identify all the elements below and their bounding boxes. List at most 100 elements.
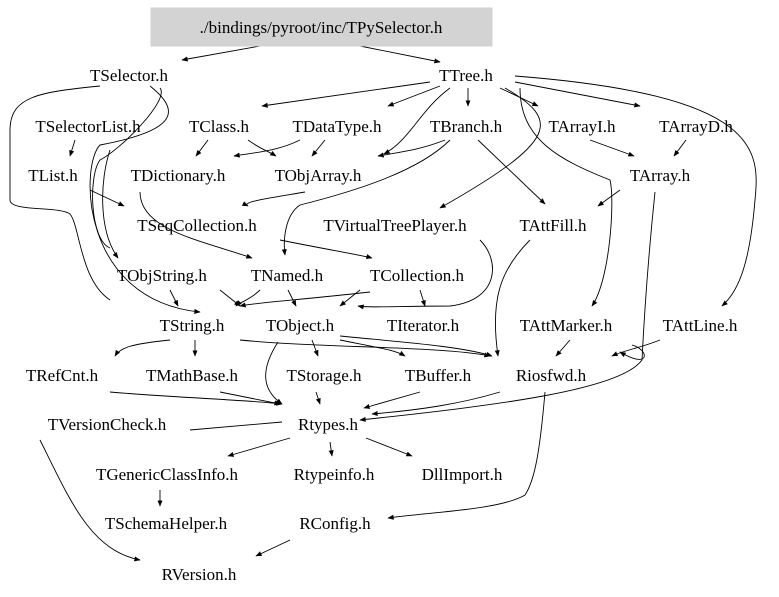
edge-tattfill-riosfwd xyxy=(494,239,531,357)
edge-tattline-rtypes-loop xyxy=(619,344,645,360)
node-tobject[interactable]: TObject.h xyxy=(266,316,335,335)
root-node-box xyxy=(150,7,493,47)
dependency-edges xyxy=(9,45,757,562)
edge-tversioncheck-rversion xyxy=(39,439,141,562)
edge-tstorage-rtypes xyxy=(315,391,321,405)
edge-rtypes-rtypeinfo xyxy=(328,441,334,457)
edge-tcollection-titerator xyxy=(419,289,426,307)
node-tattfill[interactable]: TAttFill.h xyxy=(519,216,587,235)
edge-tcollection-tstring xyxy=(239,291,371,308)
node-tdictionary[interactable]: TDictionary.h xyxy=(131,166,226,185)
edge-tobject-riosfwd xyxy=(339,335,493,357)
edge-tclass-tobjarray xyxy=(247,139,277,157)
edge-root-ttree xyxy=(359,45,441,64)
edge-trefcnt-rtypes xyxy=(109,391,283,406)
edge-tbranch-tobjarray xyxy=(377,139,446,158)
node-tstorage[interactable]: TStorage.h xyxy=(286,366,362,385)
edge-tselectorlist-tlist xyxy=(69,139,76,157)
node-rconfig[interactable]: RConfig.h xyxy=(299,514,371,533)
node-tseqcollection[interactable]: TSeqCollection.h xyxy=(137,216,257,235)
edge-tstring-trefcnt xyxy=(114,339,171,357)
edge-tcollection-tobject xyxy=(339,289,361,307)
edge-tobjstring-tobject xyxy=(219,289,241,307)
edge-tdictionary-tobjstring xyxy=(102,149,119,259)
node-tmathbase[interactable]: TMathBase.h xyxy=(146,366,239,385)
root-node-label: ./bindings/pyroot/inc/TPySelector.h xyxy=(200,18,443,37)
edge-tobject-tbuffer xyxy=(339,339,406,357)
node-riosfwd[interactable]: Riosfwd.h xyxy=(516,366,587,385)
edge-tbranch-tattfill xyxy=(477,139,546,205)
edge-ttree-tattmarker xyxy=(519,87,613,307)
edge-tselector-tselectorlist xyxy=(9,85,111,301)
node-tschemahelper[interactable]: TSchemaHelper.h xyxy=(105,514,228,533)
node-titerator[interactable]: TIterator.h xyxy=(387,316,460,335)
edge-tarray-tattmarker xyxy=(597,189,621,207)
node-tarray[interactable]: TArray.h xyxy=(630,166,691,185)
edge-tnamed-tstring xyxy=(235,289,261,307)
edge-riosfwd-rtypes xyxy=(371,391,501,417)
node-tcollection[interactable]: TCollection.h xyxy=(370,266,464,285)
node-tbranch[interactable]: TBranch.h xyxy=(430,117,503,136)
edge-tarrayd-tarray xyxy=(673,139,687,157)
edge-tversioncheck-rtypes xyxy=(189,421,283,431)
node-dllimport[interactable]: DllImport.h xyxy=(422,465,503,484)
node-tvirtualtreeplayer[interactable]: TVirtualTreePlayer.h xyxy=(323,216,467,235)
edge-rtypes-dllimport xyxy=(365,437,413,457)
node-tattmarker[interactable]: TAttMarker.h xyxy=(520,316,613,335)
edge-tobject-tstorage xyxy=(311,339,319,357)
edge-ttree-tvirtualtreeplayer xyxy=(439,87,541,209)
edge-tdictionary-tnamed xyxy=(139,191,253,259)
edge-tdatatype-tobjarray xyxy=(311,139,326,157)
edge-root-tselector xyxy=(181,45,261,62)
node-root[interactable]: ./bindings/pyroot/inc/TPySelector.h xyxy=(150,7,493,47)
edge-tdatatype-tdictionary xyxy=(233,139,301,158)
edge-ttree-tclass xyxy=(261,81,431,108)
edge-tclass-tdictionary xyxy=(195,139,209,157)
edge-tobjarray-tseqcollection xyxy=(241,191,306,207)
node-tarrayi[interactable]: TArrayI.h xyxy=(548,117,616,136)
node-tnamed[interactable]: TNamed.h xyxy=(251,266,324,285)
edge-tobject-rtypes xyxy=(265,341,283,405)
node-tobjarray[interactable]: TObjArray.h xyxy=(275,166,362,185)
node-tbuffer[interactable]: TBuffer.h xyxy=(405,366,472,385)
edge-rconfig-rversion xyxy=(255,539,291,557)
node-ttree[interactable]: TTree.h xyxy=(439,66,493,85)
edge-ttree-tarrayd xyxy=(514,81,641,108)
node-tversioncheck[interactable]: TVersionCheck.h xyxy=(48,415,167,434)
node-trefcnt[interactable]: TRefCnt.h xyxy=(26,366,99,385)
dependency-nodes: TSelector.h TTree.h TSelectorList.h TCla… xyxy=(26,66,738,584)
node-tarrayd[interactable]: TArrayD.h xyxy=(659,117,733,136)
edge-tarray-rtypes xyxy=(359,191,656,422)
edge-tarrayi-tarray xyxy=(589,139,635,157)
edge-rtypes-tgenericclassinfo xyxy=(227,437,291,457)
edge-tlist-tseqcollection xyxy=(89,189,125,207)
node-tgenericclassinfo[interactable]: TGenericClassInfo.h xyxy=(96,465,239,484)
node-tselector[interactable]: TSelector.h xyxy=(90,66,168,85)
node-rtypes[interactable]: Rtypes.h xyxy=(298,415,358,434)
node-rtypeinfo[interactable]: Rtypeinfo.h xyxy=(294,465,375,484)
node-tselectorlist[interactable]: TSelectorList.h xyxy=(35,117,141,136)
node-tattline[interactable]: TAttLine.h xyxy=(663,316,738,335)
node-tdatatype[interactable]: TDataType.h xyxy=(293,117,382,136)
edge-tbranch-tnamed xyxy=(281,139,451,256)
edge-tattline-riosfwd xyxy=(611,339,661,357)
edge-riosfwd-rconfig xyxy=(387,391,546,520)
node-tclass[interactable]: TClass.h xyxy=(189,117,249,136)
edge-tattmarker-riosfwd xyxy=(555,339,571,357)
node-rversion[interactable]: RVersion.h xyxy=(162,565,237,584)
edge-tvirtualtreeplayer-tobject xyxy=(357,239,493,310)
edge-tobjstring-tstring xyxy=(169,289,179,307)
edge-tseqcollection-tcollection xyxy=(279,239,373,260)
edge-tselector-tstring xyxy=(89,85,201,314)
edge-tmathbase-rtypes xyxy=(219,391,281,406)
edge-tselector-tobject xyxy=(92,87,162,249)
edge-ttree-tdatatype xyxy=(387,85,441,107)
node-tstring[interactable]: TString.h xyxy=(160,316,225,335)
edge-ttree-tobjarray xyxy=(383,87,451,155)
node-tlist[interactable]: TList.h xyxy=(28,166,78,185)
node-tobjstring[interactable]: TObjString.h xyxy=(117,266,207,285)
edge-ttree-tattline xyxy=(514,75,757,307)
edge-tnamed-tobject xyxy=(287,289,297,307)
edge-tbuffer-rtypes xyxy=(363,391,421,409)
